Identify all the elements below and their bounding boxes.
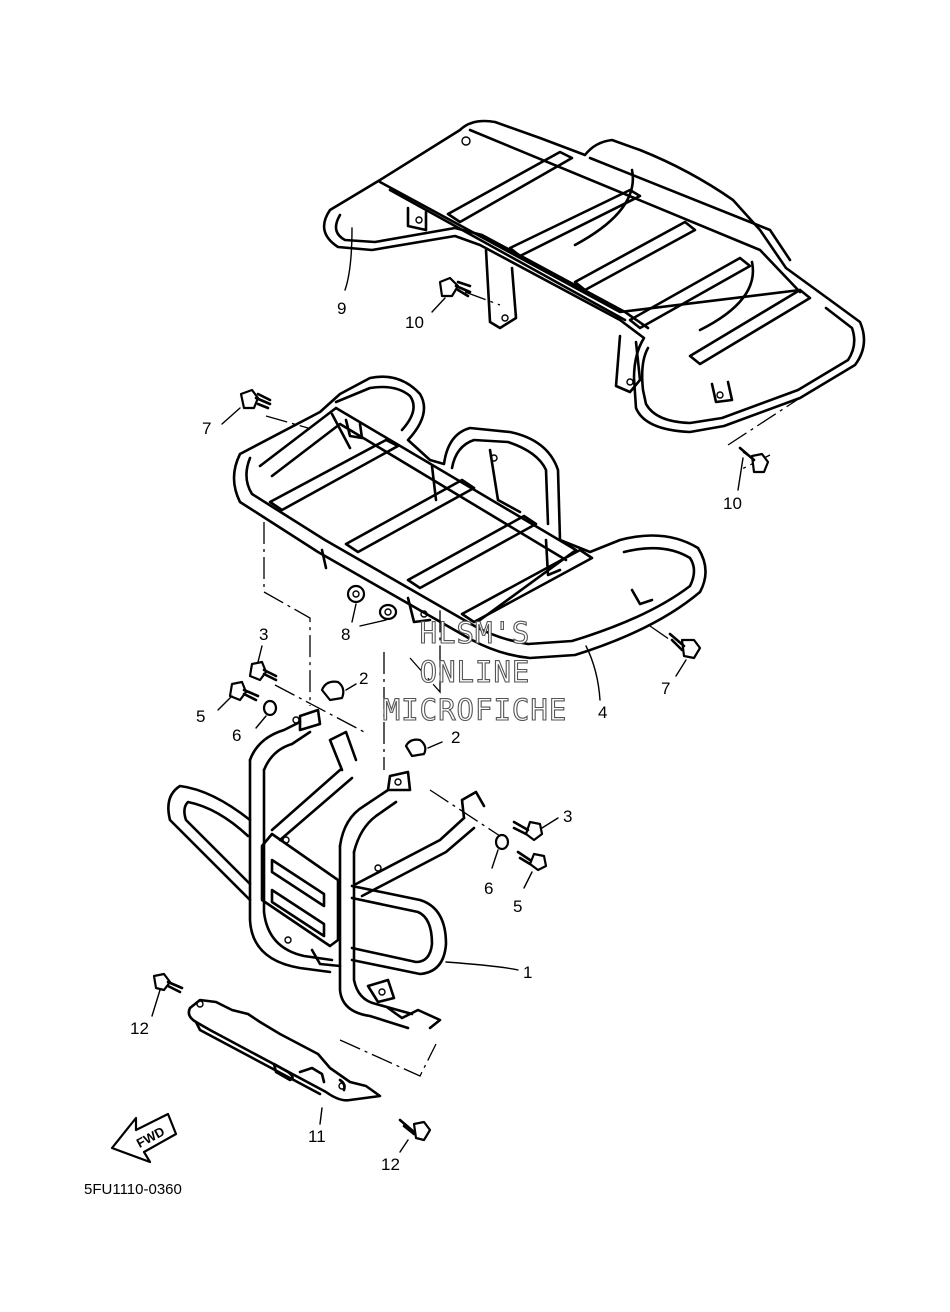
washer-6-left [262,699,278,717]
callout-3-left: 3 [259,625,268,644]
callout-2-left: 2 [359,669,368,688]
watermark-line-3: MICROFICHE [383,693,568,727]
bolt-5-left [228,680,260,702]
callout-10-upper: 10 [405,313,424,332]
callout-6-left: 6 [232,726,241,745]
callout-3-right: 3 [563,807,572,826]
callout-5-right: 5 [513,897,522,916]
cap-2-left [320,680,345,702]
watermark-line-1: HLSM'S [420,616,531,650]
washer-6-right [494,833,510,851]
watermark-line-2: ONLINE [420,655,531,689]
callout-12-lower: 12 [381,1155,400,1174]
rear-carrier [322,119,866,434]
front-carrier [232,375,707,660]
diagram-code: 5FU1110-0360 [84,1181,182,1198]
callout-7-lower: 7 [661,679,670,698]
watermark: HLSM'S ONLINE MICROFICHE [382,615,568,727]
bolt-7-upper [239,388,272,410]
bolt-12-lower [398,1118,432,1142]
callout-12-upper: 12 [130,1019,149,1038]
callout-11: 11 [308,1127,326,1146]
forward-direction-arrow: FWD [110,1112,178,1164]
callout-7-upper: 7 [202,419,211,438]
callout-10-lower: 10 [723,494,742,513]
callout-1: 1 [523,963,532,982]
bolt-12-upper [152,972,184,994]
callout-4: 4 [598,703,607,722]
callout-6-right: 6 [484,879,493,898]
bolt-10-lower [738,446,770,474]
cap-2-right [404,738,427,758]
bolt-5-right [516,850,548,872]
callout-8: 8 [341,625,350,644]
callout-2-right: 2 [451,728,460,747]
front-guard [167,708,486,1030]
nut-washer-8 [346,584,398,621]
bolt-3-right [512,820,544,842]
skid-plate [187,998,382,1102]
callout-9: 9 [337,299,346,318]
bolt-10-upper [438,276,472,298]
callout-5-left: 5 [196,707,205,726]
bolt-3-left [248,660,278,682]
bolt-7-lower [668,632,702,660]
